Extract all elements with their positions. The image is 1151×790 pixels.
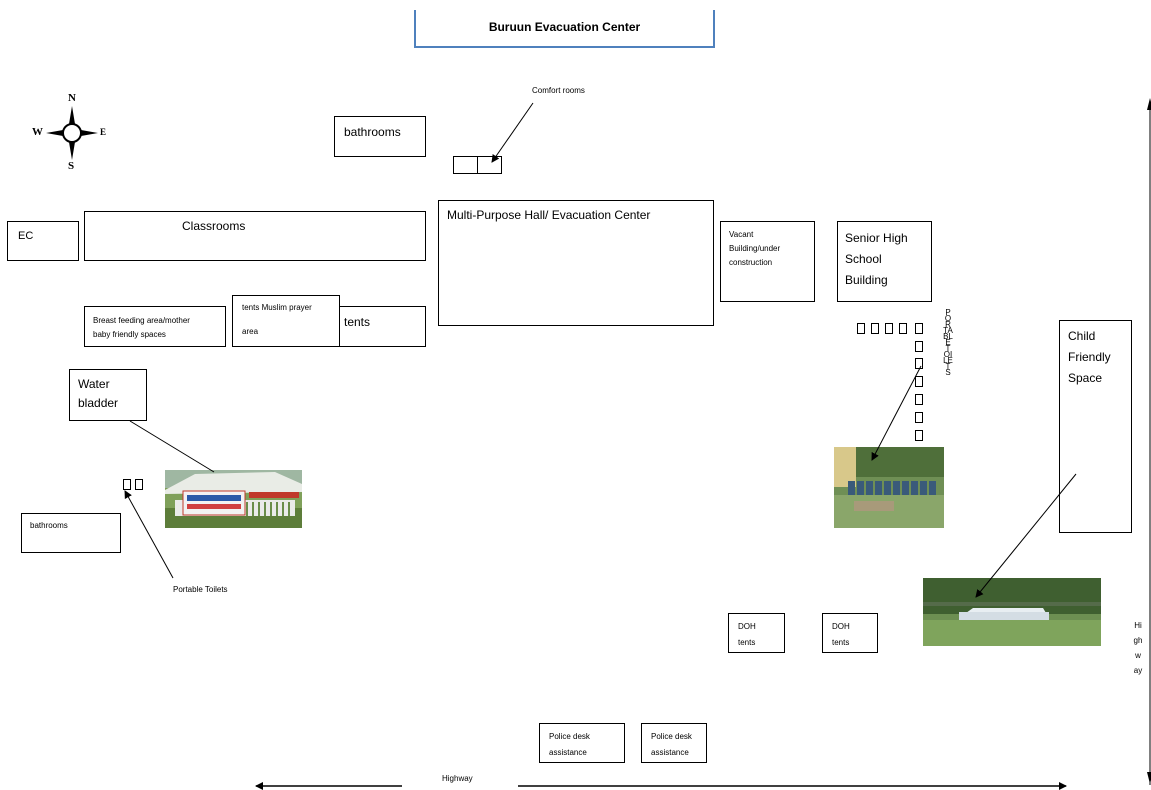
multipurpose-hall-area: Multi-Purpose Hall/ Evacuation Center [438,200,714,326]
ec-label: EC [18,230,34,242]
portable-toilet-right-3 [885,323,893,334]
bathrooms-top-area: bathrooms [334,116,426,157]
child-friendly-space-photo [923,578,1101,646]
compass-west: W [32,126,43,138]
police-desk-1-label: Police desk assistance [549,732,590,757]
doh-tents-2-area: DOH tents [822,613,878,653]
child-friendly-space-label: Child Friendly Space [1068,329,1111,385]
muslim-prayer-tents-label: tents Muslim prayer area [242,303,312,336]
doh-tents-1-label: DOH tents [738,622,756,647]
water-bladder-label: Water bladder [78,377,119,410]
classrooms-area: Classrooms [84,211,426,261]
senior-high-building-label: Senior High School Building [845,231,908,287]
tents-label: tents [344,315,371,329]
police-desk-1-area: Police desk assistance [539,723,625,763]
comfort-rooms-label: Comfort rooms [532,86,585,95]
bathrooms-top-label: bathrooms [344,125,401,139]
portable-toilet-col-2 [915,341,923,352]
water-bladder-photo [165,470,302,528]
portable-toilet-col-5 [915,394,923,405]
police-desk-2-area: Police desk assistance [641,723,707,763]
doh-tents-2-label: DOH tents [832,622,850,647]
classrooms-label: Classrooms [182,219,246,233]
map-title: Buruun Evacuation Center [488,20,641,34]
portable-toilet-right-1 [857,323,865,334]
compass-north: N [68,92,76,104]
portable-toilets-left-label: Portable Toilets [173,585,228,594]
title-box: Buruun Evacuation Center [414,10,715,48]
breastfeeding-area: Breast feeding area/mother baby friendly… [84,306,226,347]
breastfeeding-label: Breast feeding area/mother baby friendly… [93,316,190,339]
ec-area: EC [7,221,79,261]
compass-south: S [68,160,75,172]
compass-rose-icon: N S W E [30,92,110,172]
water-bladder-area: Water bladder [69,369,147,421]
tents-area: tents [334,306,426,347]
bathrooms-left-area: bathrooms [21,513,121,553]
vacant-building-label: Vacant Building/under construction [729,230,781,267]
portable-toilet-left-1 [123,479,131,490]
child-friendly-space-area: Child Friendly Space [1059,320,1132,533]
portable-toilet-left-2 [135,479,143,490]
portable-toilet-col-4 [915,376,923,387]
muslim-prayer-tents-area: tents Muslim prayer area [232,295,340,347]
highway-right-label: Highway [1133,621,1143,675]
portable-toilet-col-3 [915,358,923,369]
portable-toilets-vertical-label: PORTABLE TOILETS [943,308,953,377]
portable-toilet-col-1 [915,323,923,334]
senior-high-building-area: Senior High School Building [837,221,932,302]
highway-bottom-label: Highway [442,774,473,783]
bathrooms-left-label: bathrooms [30,521,68,530]
compass-east: E [100,127,107,137]
multipurpose-hall-label: Multi-Purpose Hall/ Evacuation Center [447,208,651,222]
portable-toilet-right-2 [871,323,879,334]
portable-toilet-col-7 [915,430,923,441]
police-desk-2-label: Police desk assistance [651,732,692,757]
portable-toilets-photo [834,447,944,528]
doh-tents-1-area: DOH tents [728,613,785,653]
portable-toilet-right-4 [899,323,907,334]
portable-toilet-col-6 [915,412,923,423]
vacant-building-area: Vacant Building/under construction [720,221,815,302]
